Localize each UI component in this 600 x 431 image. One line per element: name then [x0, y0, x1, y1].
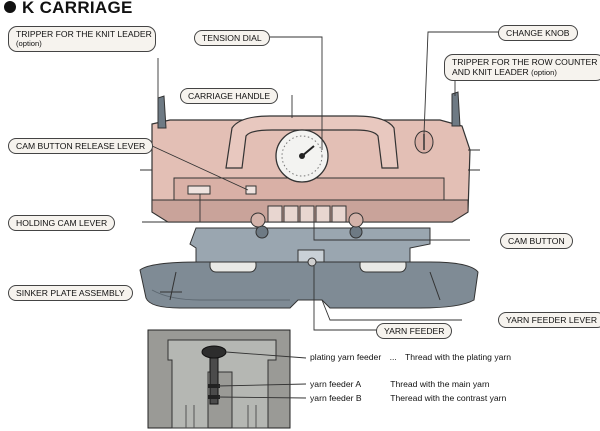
callout-yarn-feeder-lever: YARN FEEDER LEVER	[498, 312, 600, 328]
feeder-note-label: plating yarn feeder	[310, 352, 382, 362]
tension-dial[interactable]	[275, 129, 329, 183]
callout-text: AND KNIT LEADER	[452, 67, 529, 77]
callout-text: CAM BUTTON RELEASE LEVER	[16, 141, 146, 151]
feeder-note-desc: Thread with the plating yarn	[404, 352, 512, 362]
page-title: K CARRIAGE	[4, 0, 133, 18]
bullet-dot	[4, 1, 16, 13]
callout-text: TRIPPER FOR THE KNIT LEADER	[16, 29, 152, 39]
callout-tension-dial: TENSION DIAL	[194, 30, 270, 46]
callout-yarn-feeder: YARN FEEDER	[376, 323, 453, 339]
title-text: K CARRIAGE	[22, 0, 133, 17]
carriage-handle[interactable]	[225, 115, 399, 169]
feeder-note-desc: Theread with the contrast yarn	[390, 393, 507, 403]
callout-carriage-handle: CARRIAGE HANDLE	[180, 88, 279, 104]
leader-lines	[142, 31, 505, 399]
feeder-note-plating: plating yarn feeder ... Thread with the …	[310, 352, 511, 362]
callout-cam-button: CAM BUTTON	[500, 233, 573, 249]
yarn-feeder-inset	[147, 329, 291, 429]
callout-text: TRIPPER FOR THE ROW COUNTER	[452, 57, 598, 67]
callout-change-knob: CHANGE KNOB	[498, 25, 578, 41]
callout-text: CAM BUTTON	[508, 236, 565, 246]
callout-text: YARN FEEDER LEVER	[506, 315, 598, 325]
feeder-note-label: yarn feeder B	[310, 393, 362, 403]
change-knob[interactable]	[414, 130, 434, 154]
callout-sinker-plate-assembly: SINKER PLATE ASSEMBLY	[8, 285, 133, 301]
callout-text: YARN FEEDER	[384, 326, 445, 336]
callout-text: TENSION DIAL	[202, 33, 262, 43]
feeder-note-b: yarn feeder B Theread with the contrast …	[310, 393, 506, 403]
callout-tripper-knit-leader: TRIPPER FOR THE KNIT LEADER (option)	[8, 26, 156, 52]
callout-sub-text: (option)	[531, 68, 557, 77]
callout-sub-text: (option)	[16, 39, 42, 48]
callout-text: HOLDING CAM LEVER	[16, 218, 108, 228]
callout-tripper-row-counter: TRIPPER FOR THE ROW COUNTER AND KNIT LEA…	[444, 54, 600, 81]
callout-text: CHANGE KNOB	[506, 28, 570, 38]
callout-text: SINKER PLATE ASSEMBLY	[16, 288, 125, 298]
feeder-note-label: yarn feeder A	[310, 379, 362, 389]
callout-text: CARRIAGE HANDLE	[188, 91, 271, 101]
feeder-note-dots: ...	[389, 352, 397, 362]
feeder-note-desc: Thread with the main yarn	[390, 379, 490, 389]
callout-cam-button-release-lever: CAM BUTTON RELEASE LEVER	[8, 138, 154, 154]
callout-holding-cam-lever: HOLDING CAM LEVER	[8, 215, 116, 231]
feeder-note-a: yarn feeder A Thread with the main yarn	[310, 379, 490, 389]
